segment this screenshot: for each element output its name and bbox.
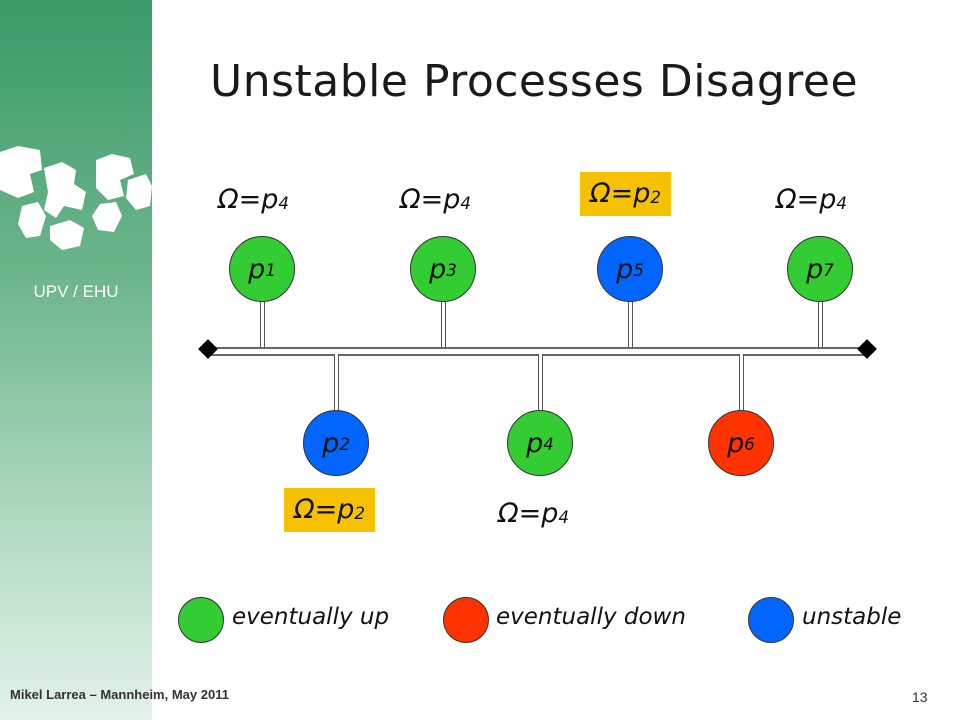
omega-subscript: 2 [650,186,662,207]
omega-subscript: 4 [558,506,570,527]
legend-label-unstable: unstable [802,604,902,630]
node-link-p7 [818,299,823,347]
node-label-text: p [526,427,544,459]
omega-label-p7: Ω=p4 [766,178,857,222]
node-label-text: p [429,253,447,285]
omega-text: Ω=p [498,498,559,529]
omega-label-p5: Ω=p2 [580,172,672,216]
node-label-text: p [322,427,340,459]
node-label-subscript: 2 [339,433,350,454]
node-label-subscript: 3 [446,259,457,280]
omega-subscript: 4 [836,192,848,213]
omega-label-p2: Ω=p2 [284,488,376,532]
legend-label-eventually-up: eventually up [232,604,390,630]
omega-text: Ω=p [400,184,461,215]
node-label-text: p [806,253,824,285]
legend-label-eventually-down: eventually down [496,604,686,630]
node-label-subscript: 7 [823,259,834,280]
university-logo [0,146,152,250]
omega-label-p3: Ω=p4 [390,178,481,222]
node-link-p3 [441,299,446,347]
node-link-p4 [538,354,543,410]
omega-text: Ω=p [590,178,651,209]
node-label-subscript: 6 [744,433,755,454]
legend-dot-unstable [748,597,794,643]
node-label-subscript: 5 [633,259,644,280]
omega-text: Ω=p [294,494,355,525]
omega-label-p1: Ω=p4 [208,178,299,222]
slide-title: Unstable Processes Disagree [210,56,859,107]
sidebar: UPV / EHU [0,0,152,720]
legend-dot-eventually-up [178,597,224,643]
node-label-text: p [727,427,745,459]
footer-text: Mikel Larrea – Mannheim, May 2011 [10,687,229,702]
node-label-subscript: 1 [265,259,276,280]
omega-subscript: 4 [278,192,290,213]
omega-text: Ω=p [218,184,279,215]
omega-text: Ω=p [776,184,837,215]
omega-subscript: 4 [460,192,472,213]
omega-subscript: 2 [354,502,366,523]
node-label-text: p [616,253,634,285]
node-link-p1 [260,299,265,347]
omega-label-p4: Ω=p4 [488,492,579,536]
node-label-subscript: 4 [543,433,554,454]
legend-dot-eventually-down [443,597,489,643]
node-label-text: p [248,253,266,285]
organization-label: UPV / EHU [33,282,119,301]
node-link-p2 [334,354,339,410]
node-link-p6 [739,354,744,410]
node-link-p5 [628,299,633,347]
page-number: 13 [912,689,928,705]
